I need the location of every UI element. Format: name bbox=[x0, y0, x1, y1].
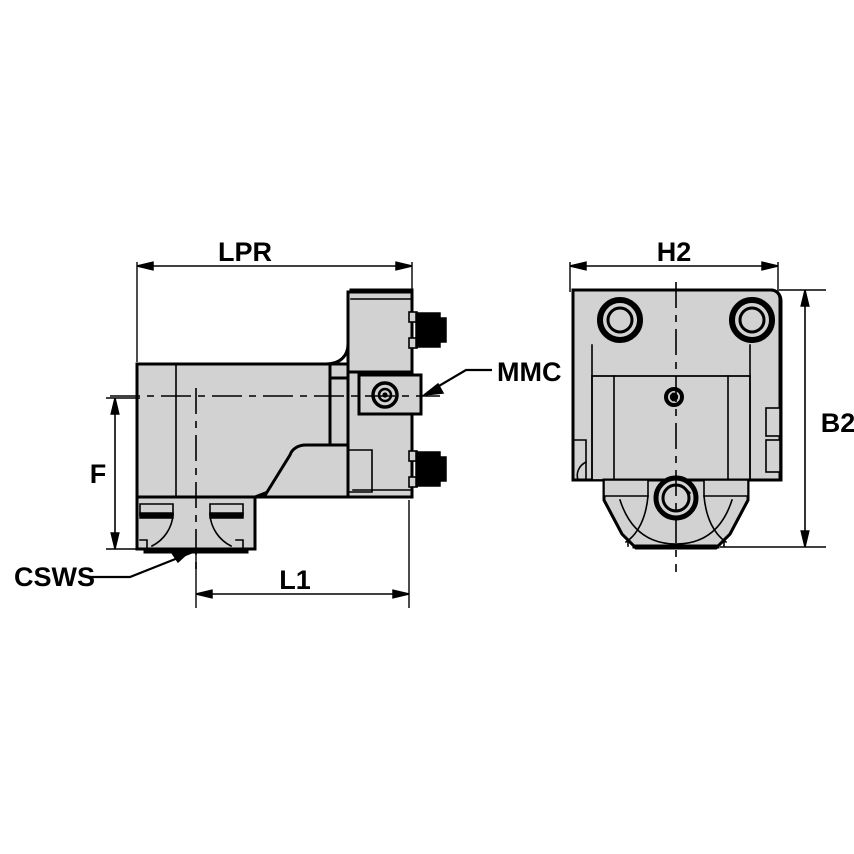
dimension-lpr: LPR bbox=[136, 237, 413, 362]
callout-csws: CSWS bbox=[14, 550, 194, 592]
callout-mmc: MMC bbox=[421, 357, 561, 397]
b2-label: B2 bbox=[821, 408, 854, 438]
front-view-right-slot-upper bbox=[765, 407, 781, 437]
dimension-h2: H2 bbox=[569, 237, 779, 292]
insert-flank-right bbox=[209, 514, 233, 548]
csws-label: CSWS bbox=[14, 562, 95, 592]
b2-arrow-bottom bbox=[800, 530, 810, 548]
l1-label: L1 bbox=[279, 565, 311, 595]
mmc-label: MMC bbox=[497, 357, 561, 387]
l1-arrow-right bbox=[392, 589, 410, 599]
front-view-seat-right-flank bbox=[703, 495, 728, 544]
side-view-riser-block bbox=[346, 290, 414, 374]
b2-arrow-top bbox=[800, 289, 810, 307]
side-view-fillet-curve bbox=[324, 342, 350, 366]
mmc-leader-line bbox=[426, 368, 492, 394]
f-arrow-bottom bbox=[110, 532, 120, 550]
pocket-rect bbox=[347, 449, 373, 493]
lpr-label: LPR bbox=[218, 237, 272, 267]
mmc-screw-center-dot bbox=[382, 392, 388, 398]
upper-coolant-fitting bbox=[408, 311, 447, 349]
insert-relief-right bbox=[235, 539, 244, 550]
front-view-left-notch bbox=[572, 439, 587, 479]
front-view-seat-left bbox=[603, 479, 649, 497]
front-view-right-slot-lower bbox=[765, 439, 781, 473]
dimension-b2: B2 bbox=[720, 289, 854, 548]
insert-flank-left bbox=[150, 514, 174, 548]
h2-arrow-right bbox=[761, 261, 779, 271]
h2-arrow-left bbox=[569, 261, 587, 271]
h2-label: H2 bbox=[657, 237, 692, 267]
front-view-left-notch-curve bbox=[576, 460, 588, 482]
front-view-outer-outline bbox=[574, 288, 783, 482]
front-view-group bbox=[571, 282, 783, 572]
f-label: F bbox=[90, 459, 107, 489]
mmc-arrowhead bbox=[421, 382, 445, 397]
front-view-center-bore bbox=[653, 475, 699, 521]
insert-edge-right bbox=[209, 512, 244, 519]
lpr-arrow-right bbox=[395, 261, 413, 271]
upper-right-counterbore bbox=[729, 297, 775, 343]
csws-arrowhead bbox=[170, 550, 193, 564]
upper-left-counterbore bbox=[597, 297, 643, 343]
dimension-f: F bbox=[90, 397, 140, 550]
csws-leader-line bbox=[90, 550, 194, 579]
side-view-group bbox=[110, 288, 447, 572]
center-screw bbox=[664, 387, 684, 407]
l1-arrow-left bbox=[195, 589, 213, 599]
lpr-arrow-left bbox=[136, 261, 154, 271]
insert-edge-left bbox=[139, 512, 174, 519]
insert-relief-left bbox=[139, 539, 148, 550]
lower-coolant-fitting bbox=[408, 450, 447, 488]
front-view-seat-right bbox=[703, 479, 749, 497]
front-view-seat-left-flank bbox=[624, 495, 649, 544]
f-arrow-top bbox=[110, 397, 120, 415]
dimension-l1: L1 bbox=[195, 500, 410, 608]
front-view-nose-arc bbox=[618, 498, 734, 545]
cutting-head-group bbox=[135, 495, 257, 554]
